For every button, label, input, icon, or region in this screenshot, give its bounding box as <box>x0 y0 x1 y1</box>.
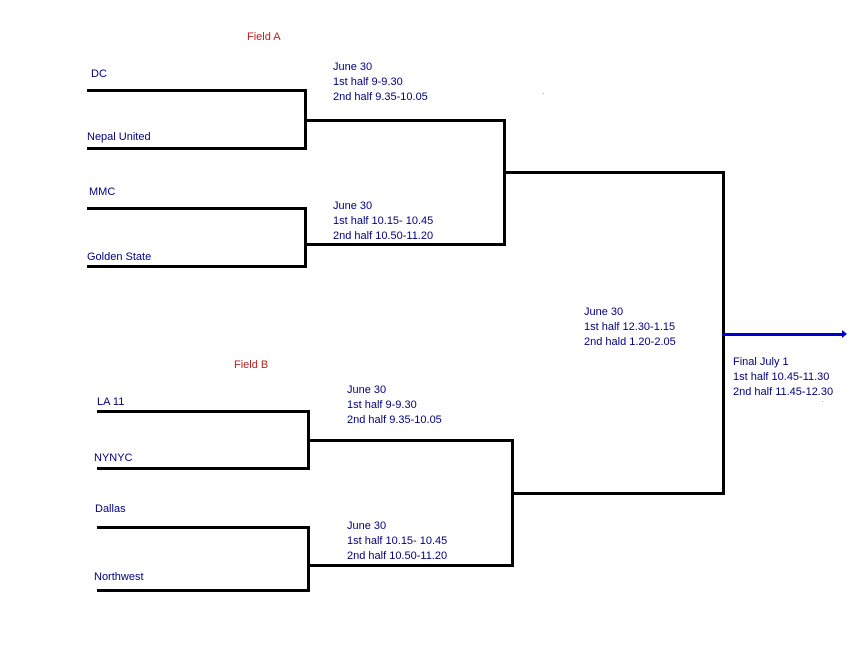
bracket-line-la-11 <box>97 410 310 413</box>
bracket-line-nynyc <box>97 467 310 470</box>
bracket-line-nepal-united <box>87 147 307 150</box>
bracket-line-northwest <box>97 589 310 592</box>
match-info-qf1: June 30 1st half 9-9.30 2nd half 9.35-10… <box>333 60 428 105</box>
team-label-mmc: MMC <box>89 186 116 198</box>
match-semifinal-date: June 30 <box>584 306 624 318</box>
speck-artifact-2: · <box>821 396 824 406</box>
match-info-qf4: June 30 1st half 10.15- 10.45 2nd half 1… <box>347 519 447 564</box>
bracket-connector-semifinal-a <box>503 119 506 246</box>
bracket-line-mmc <box>87 207 307 210</box>
team-label-la-11: LA 11 <box>97 396 125 408</box>
arrow-right-icon <box>842 330 847 338</box>
field-label-a: Field A <box>247 31 281 43</box>
team-label-dallas: Dallas <box>95 503 126 515</box>
match-qf4-date: June 30 <box>347 520 387 532</box>
field-label-b: Field B <box>234 359 269 371</box>
bracket-feed-qf3-to-semifinal <box>307 439 514 442</box>
bracket-feed-qf2-to-semifinal <box>304 243 506 246</box>
match-info-qf2: June 30 1st half 10.15- 10.45 2nd half 1… <box>333 199 433 244</box>
team-label-golden-state: Golden State <box>87 251 152 263</box>
bracket-line-dallas <box>97 526 310 529</box>
team-label-nepal-united: Nepal United <box>87 131 151 143</box>
match-semifinal-second-half: 2nd hald 1.20-2.05 <box>584 336 676 348</box>
bracket-line-dc <box>87 89 307 92</box>
match-qf2-second-half: 2nd half 10.50-11.20 <box>333 230 434 242</box>
team-label-nynyc: NYNYC <box>94 452 133 464</box>
bracket-line-golden-state <box>87 265 307 268</box>
match-qf1-second-half: 2nd half 9.35-10.05 <box>333 91 428 103</box>
bracket-connector-qf4 <box>307 526 310 592</box>
team-label-dc: DC <box>91 68 107 80</box>
match-final-second-half: 2nd half 11.45-12.30 <box>733 386 834 398</box>
match-qf1-date: June 30 <box>333 61 373 73</box>
match-qf3-first-half: 1st half 9-9.30 <box>347 399 417 411</box>
match-info-semifinal: June 30 1st half 12.30-1.15 2nd hald 1.2… <box>584 305 676 350</box>
match-semifinal-first-half: 1st half 12.30-1.15 <box>584 321 676 333</box>
bracket-feed-semifinal-b-to-final <box>511 492 725 495</box>
bracket-connector-semifinal-b <box>511 439 514 567</box>
bracket-feed-semifinal-a-to-final <box>503 171 725 174</box>
match-qf1-first-half: 1st half 9-9.30 <box>333 76 403 88</box>
match-qf3-date: June 30 <box>347 384 387 396</box>
match-final-first-half: 1st half 10.45-11.30 <box>733 371 830 383</box>
bracket-feed-qf4-to-semifinal <box>307 564 514 567</box>
match-qf4-second-half: 2nd half 10.50-11.20 <box>347 550 448 562</box>
match-info-qf3: June 30 1st half 9-9.30 2nd half 9.35-10… <box>347 383 442 428</box>
match-qf2-first-half: 1st half 10.15- 10.45 <box>333 215 434 227</box>
bracket-final-output-line <box>722 333 844 336</box>
match-info-final: Final July 1 1st half 10.45-11.30 2nd ha… <box>733 355 833 400</box>
bracket-connector-qf2 <box>304 207 307 268</box>
speck-artifact-1: · <box>542 88 545 98</box>
match-qf2-date: June 30 <box>333 200 373 212</box>
team-label-northwest: Northwest <box>94 571 144 583</box>
bracket-feed-qf1-to-semifinal <box>304 119 506 122</box>
match-final-date: Final July 1 <box>733 356 789 368</box>
match-qf3-second-half: 2nd half 9.35-10.05 <box>347 414 442 426</box>
match-qf4-first-half: 1st half 10.15- 10.45 <box>347 535 448 547</box>
